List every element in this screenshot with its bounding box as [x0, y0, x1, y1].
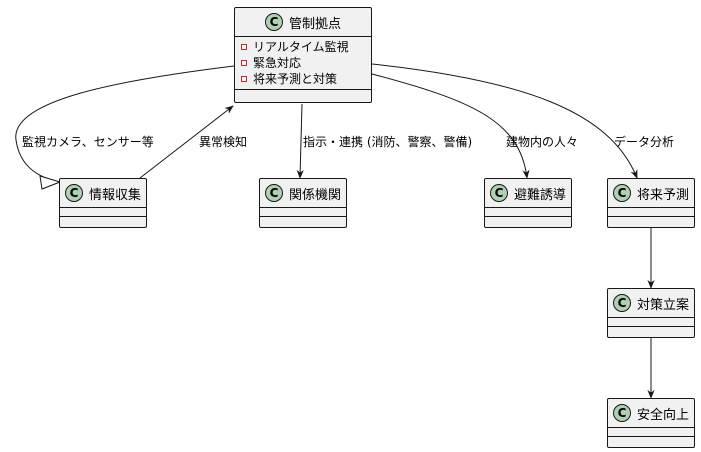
class-icon: C [265, 184, 283, 202]
class-name: 情報収集 [89, 187, 142, 203]
edge-label-data-analysis: データ分析 [614, 135, 675, 149]
attribute-list: リアルタイム監視 緊急対応 将来予測と対策 [235, 37, 371, 89]
edge-label-inside-building: 建物内の人々 [506, 135, 579, 149]
class-safety-improvement[interactable]: C 安全向上 [607, 398, 695, 448]
edge-anomaly-detection [139, 105, 234, 179]
class-name: 管制拠点 [288, 16, 341, 32]
class-icon: C [613, 404, 631, 422]
attribute-item: リアルタイム監視 [241, 39, 365, 55]
class-icon: C [613, 294, 631, 312]
attribute-label: 将来予測と対策 [253, 72, 338, 86]
edge-data-analysis [371, 63, 638, 179]
class-icon: C [65, 184, 83, 202]
class-name: 将来予測 [637, 187, 690, 203]
class-name: 避難誘導 [514, 187, 567, 203]
class-future-prediction[interactable]: C 将来予測 [607, 178, 695, 228]
attribute-item: 将来予測と対策 [241, 71, 365, 87]
class-icon: C [613, 184, 631, 202]
edge-instructions [296, 103, 304, 179]
attribute-item: 緊急対応 [241, 55, 365, 71]
edge-monitoring [15, 65, 235, 183]
private-marker-icon [241, 44, 247, 50]
attribute-label: 緊急対応 [253, 56, 302, 70]
attribute-label: リアルタイム監視 [253, 40, 349, 54]
class-name: 対策立案 [637, 297, 690, 313]
class-related-agencies[interactable]: C 関係機関 [259, 178, 347, 228]
class-icon: C [490, 184, 508, 202]
class-icon: C [264, 13, 283, 31]
class-info-collection[interactable]: C 情報収集 [59, 178, 147, 228]
class-countermeasures[interactable]: C 対策立案 [607, 288, 695, 338]
class-name: 関係機関 [289, 187, 342, 203]
edge-label-instructions: 指示・連携 (消防、警察、警備) [303, 135, 473, 149]
edge-inside-building [371, 73, 530, 179]
private-marker-icon [241, 76, 247, 82]
edge-monitoring-arrowhead [39, 175, 62, 190]
private-marker-icon [241, 60, 247, 66]
edge-label-anomaly-detection: 異常検知 [199, 135, 248, 149]
class-evacuation[interactable]: C 避難誘導 [484, 178, 572, 228]
class-name: 安全向上 [637, 407, 690, 423]
edge-label-monitoring: 監視カメラ、センサー等 [22, 135, 154, 149]
class-control-center[interactable]: C 管制拠点 リアルタイム監視 緊急対応 将来予測と対策 [234, 7, 372, 103]
